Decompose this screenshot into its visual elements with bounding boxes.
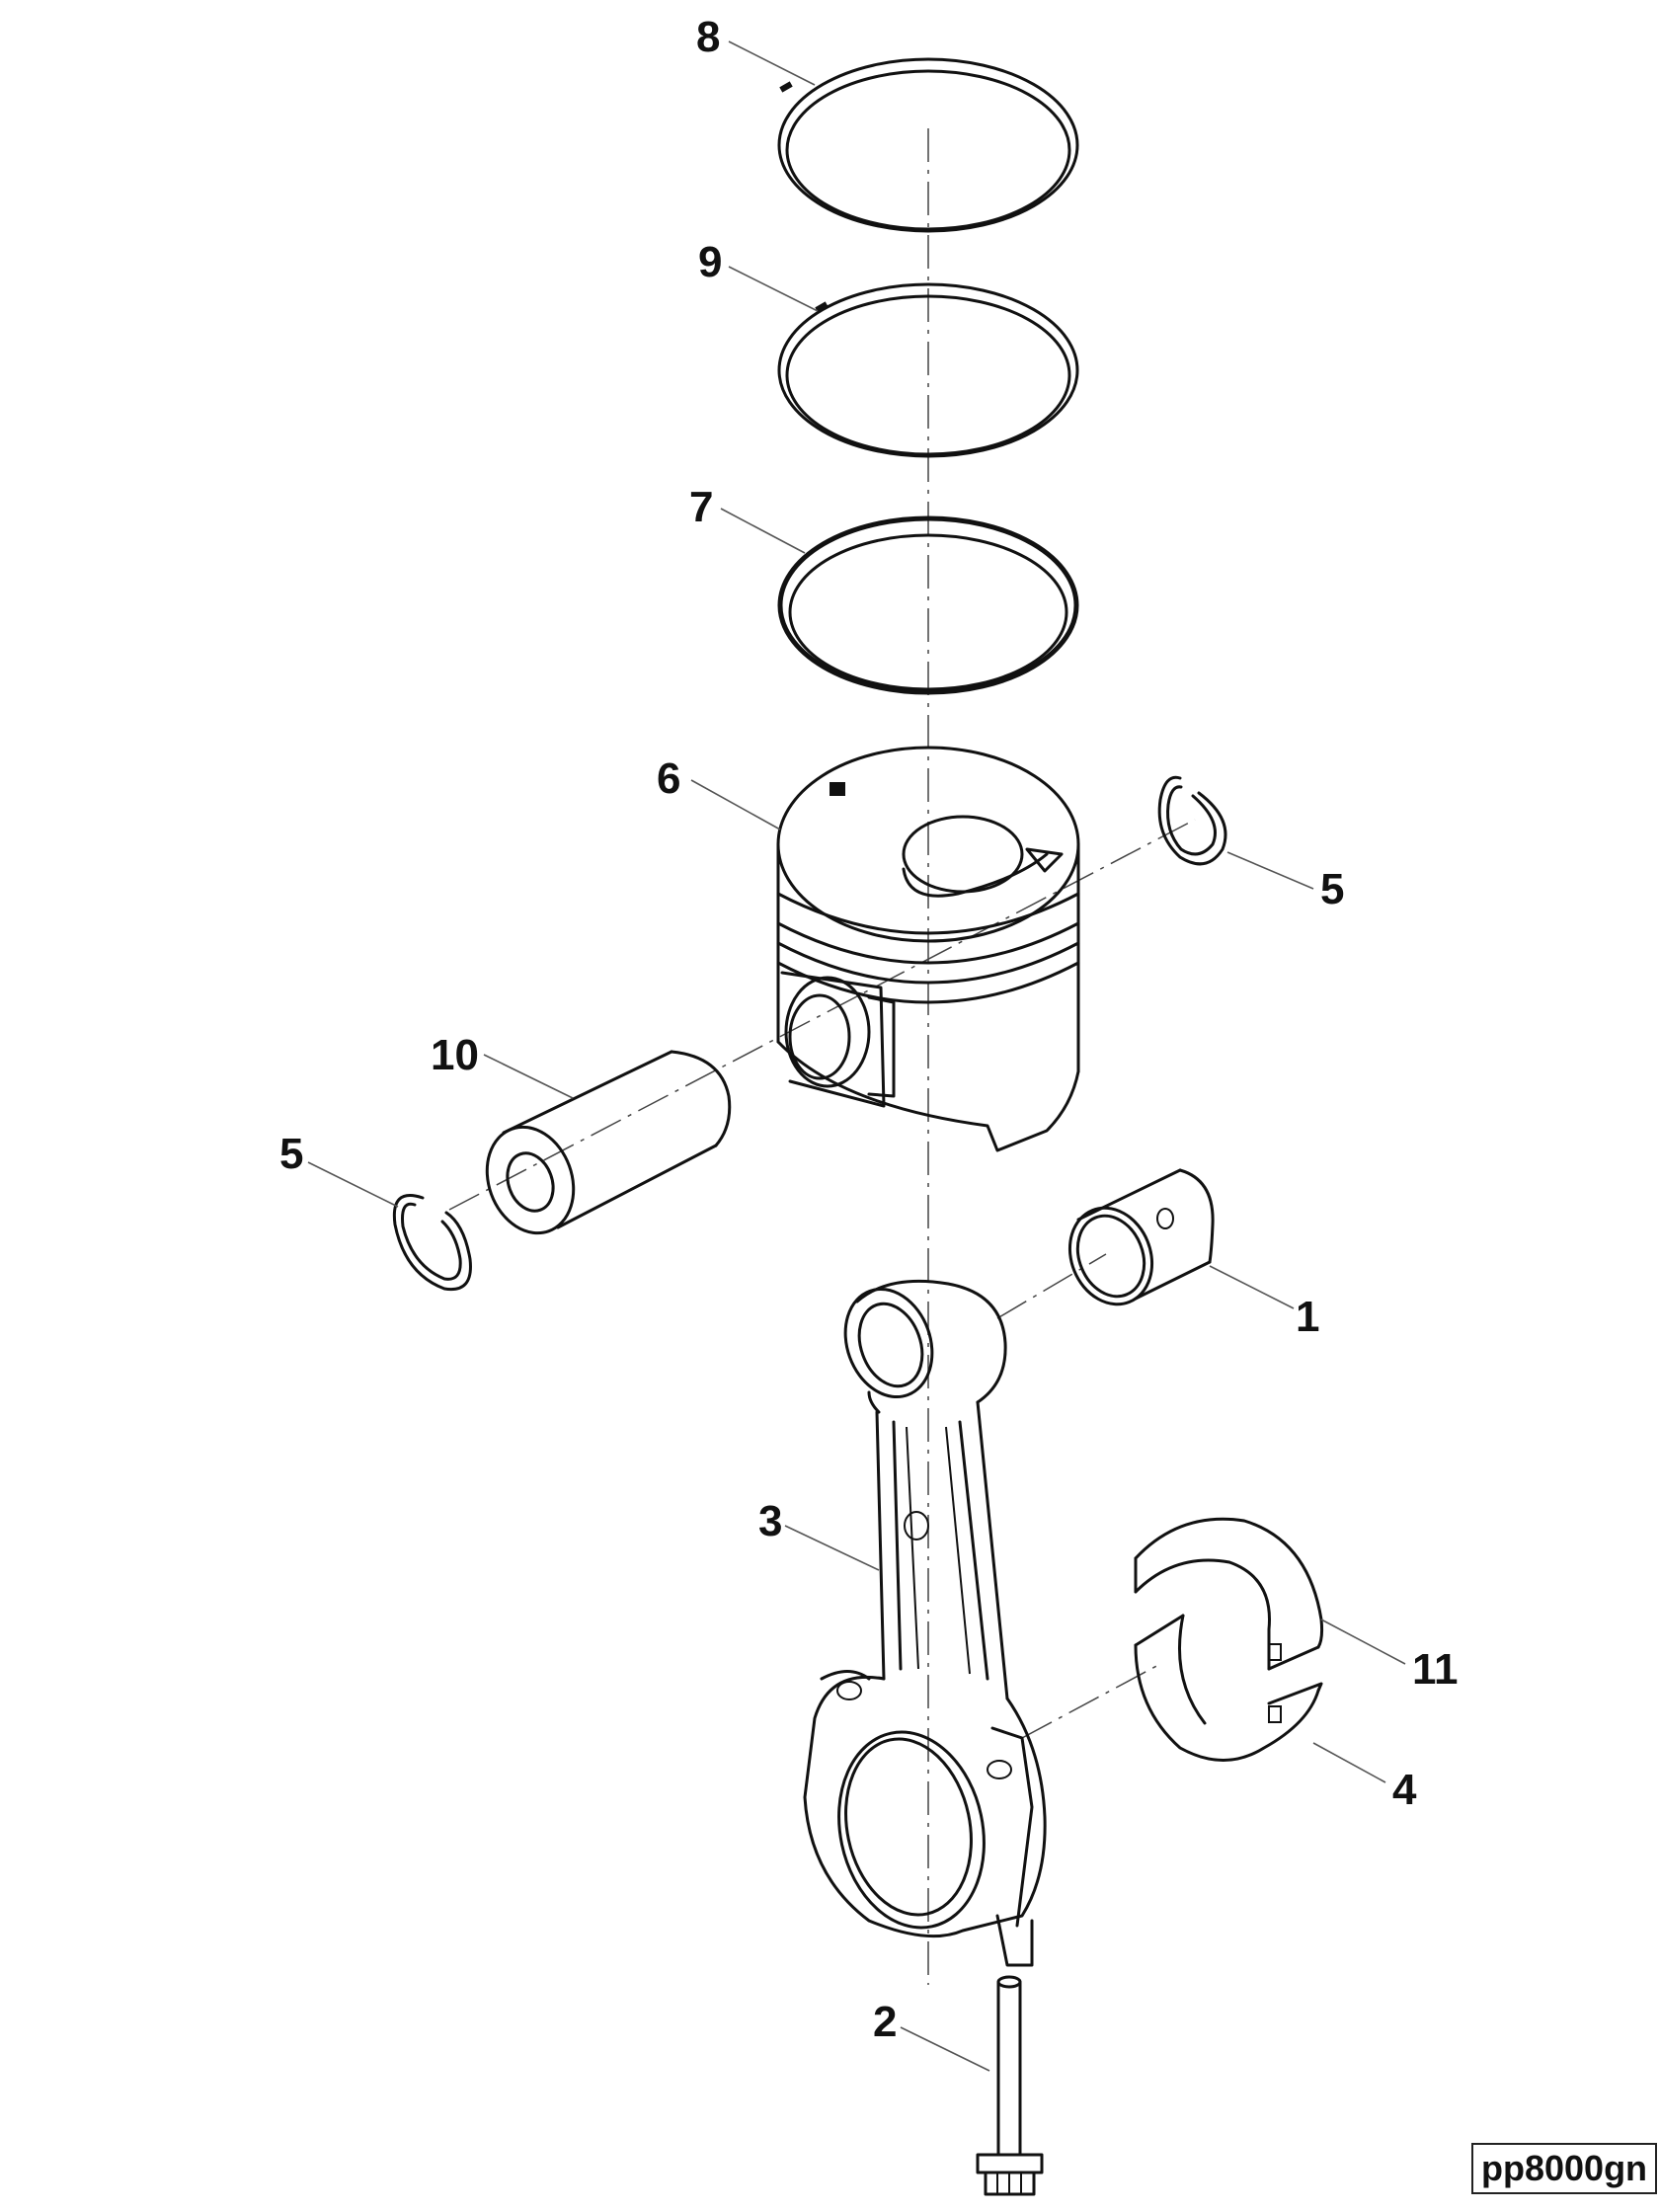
part-11-upper-bearing-shell bbox=[1134, 1517, 1324, 1671]
callout-8: 8 bbox=[696, 13, 720, 61]
part-7-oil-ring bbox=[777, 515, 1079, 695]
part-4-lower-bearing-shell bbox=[1134, 1614, 1323, 1762]
callout-5-left: 5 bbox=[279, 1130, 303, 1178]
small-end-axis-centerline bbox=[996, 1253, 1107, 1319]
callout-11: 11 bbox=[1412, 1645, 1459, 1694]
part-2-rod-bolt bbox=[976, 1975, 1044, 2196]
callout-4: 4 bbox=[1392, 1766, 1417, 1814]
leader-lines bbox=[307, 40, 1406, 2072]
figure-id-label: pp8000gn bbox=[1471, 2143, 1658, 2194]
pin-axis-centerline bbox=[448, 819, 1196, 1211]
callout-6: 6 bbox=[657, 754, 680, 803]
callout-5-right: 5 bbox=[1320, 865, 1344, 913]
part-8-top-ring bbox=[777, 57, 1079, 233]
part-6-piston bbox=[776, 746, 1080, 1152]
part-10-piston-pin bbox=[485, 1050, 732, 1235]
part-5-snap-ring-right bbox=[1157, 775, 1227, 866]
part-1-bushing bbox=[1067, 1168, 1215, 1306]
callout-7: 7 bbox=[689, 483, 713, 531]
callout-10: 10 bbox=[431, 1031, 479, 1079]
callout-2: 2 bbox=[873, 1998, 897, 2046]
part-9-second-ring bbox=[777, 282, 1079, 458]
callout-1: 1 bbox=[1296, 1293, 1319, 1341]
part-5-snap-ring-left bbox=[392, 1194, 472, 1292]
callout-3: 3 bbox=[758, 1497, 782, 1545]
part-3-connecting-rod bbox=[803, 1279, 1047, 1967]
callout-9: 9 bbox=[698, 238, 722, 286]
